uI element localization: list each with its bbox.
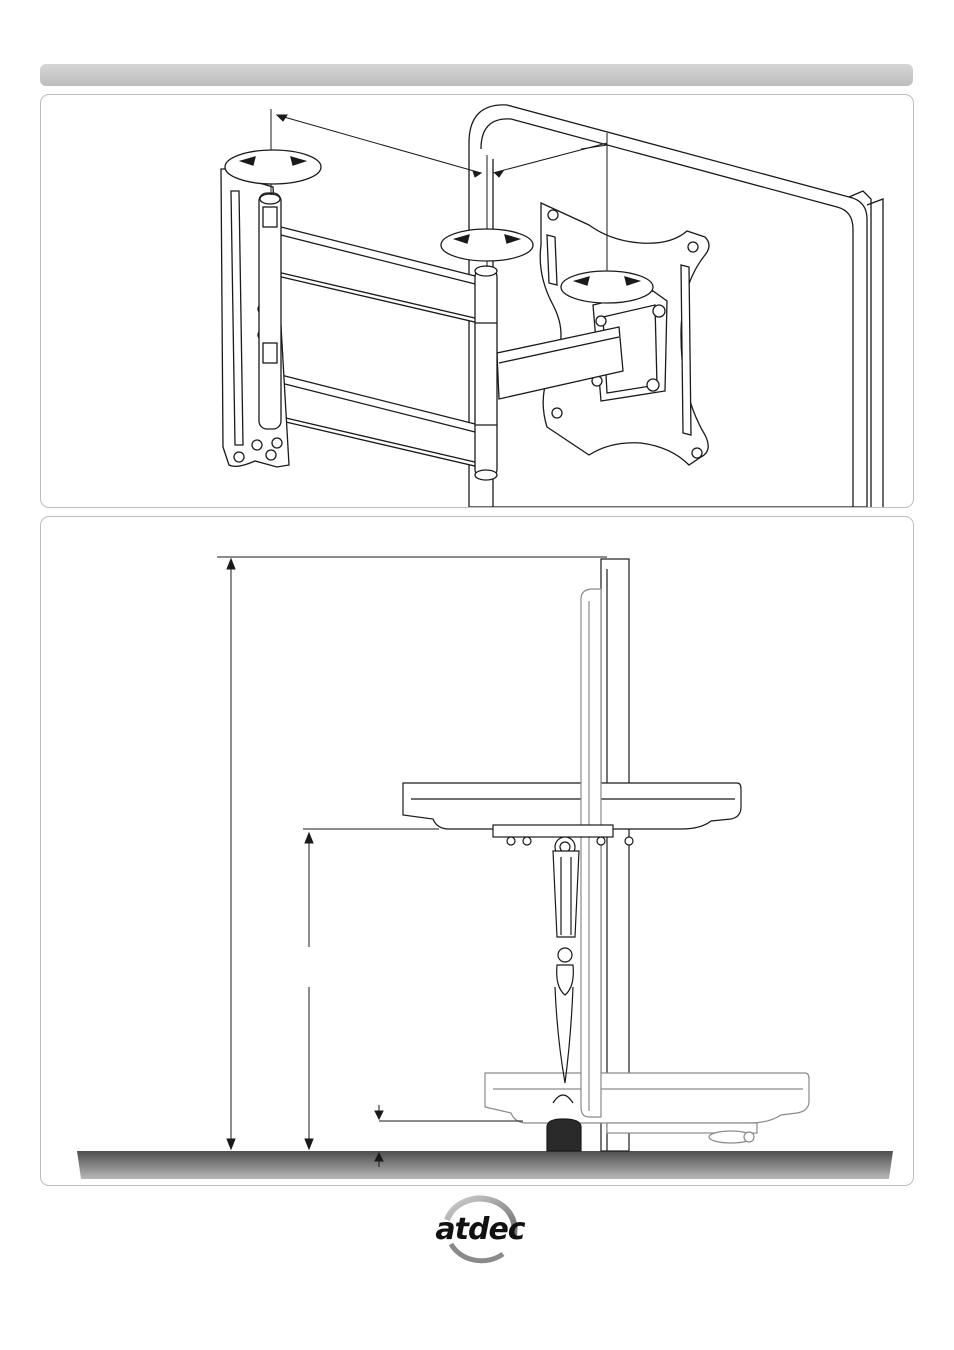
logo-wordmark: atdec [425, 1212, 535, 1247]
lower-arm [273, 373, 479, 467]
section-header-bar [40, 64, 913, 86]
articulating-arm-diagram [41, 95, 913, 507]
tv-raised [403, 783, 741, 829]
wall-section [601, 559, 629, 1151]
elbow-pivot [475, 266, 497, 480]
tv-portrait-ghost [581, 589, 601, 1117]
brand-logo: atdec [425, 1190, 535, 1268]
figure-articulating-arm-panel [40, 94, 914, 508]
floor [77, 1151, 893, 1179]
tv-lowered [485, 1073, 809, 1123]
wall-pivot [259, 193, 281, 429]
height-diagram [41, 517, 913, 1185]
figure-height-adjustment-panel [40, 516, 914, 1186]
